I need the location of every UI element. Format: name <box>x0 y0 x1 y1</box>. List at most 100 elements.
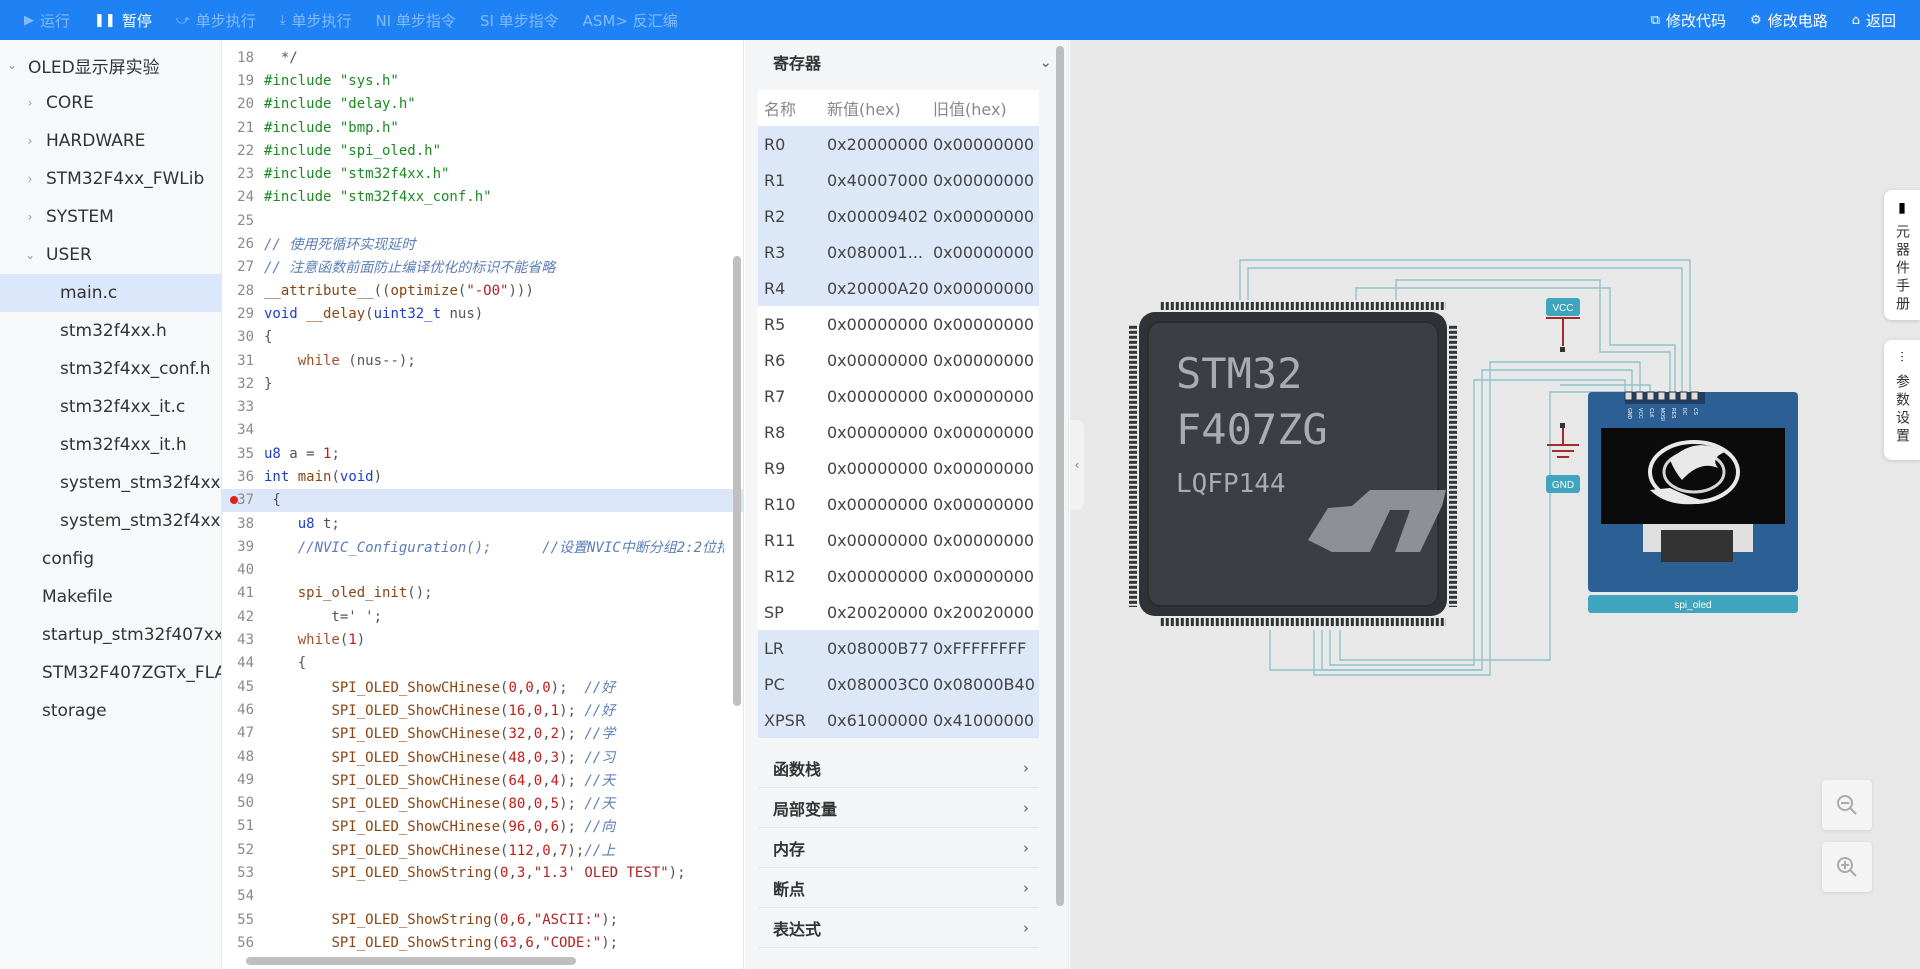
code-text: #include "stm32f4xx_conf.h" <box>264 189 492 206</box>
zoom-out-button[interactable] <box>1822 780 1872 830</box>
tree-file[interactable]: config <box>0 540 221 578</box>
panel-collapse-handle[interactable]: ‹ <box>1070 420 1084 510</box>
code-line[interactable]: 21#include "bmp.h" <box>222 116 743 139</box>
code-line[interactable]: 38 u8 t; <box>222 512 743 535</box>
code-line[interactable]: 18 */ <box>222 46 743 69</box>
tree-file[interactable]: storage <box>0 692 221 730</box>
code-line[interactable]: 40 <box>222 559 743 582</box>
register-name: R11 <box>764 530 796 550</box>
code-line[interactable]: 28__attribute__((optimize("-O0"))) <box>222 279 743 302</box>
chevron-right-icon: › <box>1023 758 1029 777</box>
code-line[interactable]: 52 SPI_OLED_ShowCHinese(112,0,7);//上 <box>222 838 743 861</box>
scroll-thumb[interactable] <box>1056 46 1064 906</box>
run-button[interactable]: ▶ 运行 <box>24 11 71 30</box>
scroll-thumb[interactable] <box>733 256 741 706</box>
code-line[interactable]: 32} <box>222 372 743 395</box>
disassemble-button[interactable]: ASM> 反汇编 <box>582 11 678 30</box>
code-line[interactable]: 42 t=' '; <box>222 605 743 628</box>
code-line[interactable]: 39 //NVIC_Configuration(); //设置NVIC中断分组2… <box>222 535 743 558</box>
oled-pin[interactable] <box>1657 391 1666 401</box>
tree-file[interactable]: main.c <box>0 274 221 312</box>
debug-section-header[interactable]: 内存› <box>758 828 1039 868</box>
debug-section-header[interactable]: 函数栈› <box>758 748 1039 788</box>
oled-pin[interactable] <box>1624 391 1633 401</box>
code-line[interactable]: 55 SPI_OLED_ShowString(0,6,"ASCII:"); <box>222 908 743 931</box>
tree-file[interactable]: stm32f4xx_conf.h <box>0 350 221 388</box>
back-button[interactable]: ⌂ 返回 <box>1851 11 1896 30</box>
scroll-thumb[interactable] <box>246 957 576 965</box>
tree-file[interactable]: startup_stm32f407xx.s <box>0 616 221 654</box>
tree-file[interactable]: Makefile <box>0 578 221 616</box>
step-over-button[interactable]: ⤻ 单步执行 <box>175 11 256 30</box>
line-number: 30 <box>237 329 254 346</box>
vcc-badge[interactable] <box>1546 298 1580 316</box>
gnd-badge[interactable] <box>1546 475 1580 493</box>
editor-horizontal-scrollbar[interactable] <box>242 955 743 965</box>
step-into-button[interactable]: ⤓ 单步执行 <box>279 11 352 30</box>
breakpoint-marker[interactable] <box>230 496 238 505</box>
debug-scrollbar[interactable] <box>1056 46 1064 916</box>
tree-folder[interactable]: ›STM32F4xx_FWLib <box>0 160 221 198</box>
si-step-button[interactable]: SI 单步指令 <box>479 11 559 30</box>
code-editor[interactable]: 18 */19#include "sys.h"20#include "delay… <box>222 40 744 969</box>
oled-pin[interactable] <box>1635 391 1644 401</box>
code-line[interactable]: 24#include "stm32f4xx_conf.h" <box>222 186 743 209</box>
code-line[interactable]: 44 { <box>222 652 743 675</box>
oled-pin[interactable] <box>1646 391 1655 401</box>
tree-file[interactable]: stm32f4xx_it.h <box>0 426 221 464</box>
parameter-settings-tab[interactable]: ⫶ 参数设置 <box>1884 340 1920 460</box>
code-line[interactable]: 53 SPI_OLED_ShowString(0,3,"1.3' OLED TE… <box>222 861 743 884</box>
tree-file[interactable]: system_stm32f4xx.c <box>0 464 221 502</box>
code-line[interactable]: 33 <box>222 395 743 418</box>
code-line[interactable]: 49 SPI_OLED_ShowCHinese(64,0,4); //天 <box>222 768 743 791</box>
tree-file[interactable]: stm32f4xx_it.c <box>0 388 221 426</box>
code-line[interactable]: 56 SPI_OLED_ShowString(63,6,"CODE:"); <box>222 931 743 954</box>
ni-step-button[interactable]: NI 单步指令 <box>375 11 456 30</box>
code-line[interactable]: 54 <box>222 885 743 908</box>
registers-header[interactable]: 寄存器 ⌄ <box>773 53 1052 73</box>
code-line[interactable]: 43 while(1) <box>222 628 743 651</box>
project-root[interactable]: ⌄ OLED显示屏实验 <box>6 57 160 78</box>
code-line[interactable]: 31 while (nus--); <box>222 349 743 372</box>
tree-folder[interactable]: ›HARDWARE <box>0 122 221 160</box>
code-line[interactable]: 50 SPI_OLED_ShowCHinese(80,0,5); //天 <box>222 792 743 815</box>
component-manual-tab[interactable]: ▮ 元器件手册 <box>1884 190 1920 320</box>
circuit-canvas[interactable]: ‹ STM <box>1070 40 1920 969</box>
tree-file[interactable]: STM32F407ZGTx_FLASH <box>0 654 221 692</box>
tree-folder[interactable]: ›SYSTEM <box>0 198 221 236</box>
code-line[interactable]: 27// 注意函数前面防止编译优化的标识不能省略 <box>222 256 743 279</box>
code-line[interactable]: 37 { <box>222 488 743 512</box>
code-line[interactable]: 47 SPI_OLED_ShowCHinese(32,0,2); //学 <box>222 722 743 745</box>
debug-section-header[interactable]: 局部变量› <box>758 788 1039 828</box>
tree-folder[interactable]: ›CORE <box>0 84 221 122</box>
code-line[interactable]: 45 SPI_OLED_ShowCHinese(0,0,0); //好 <box>222 675 743 698</box>
code-line[interactable]: 46 SPI_OLED_ShowCHinese(16,0,1); //好 <box>222 698 743 721</box>
code-line[interactable]: 26// 使用死循环实现延时 <box>222 232 743 255</box>
code-line[interactable]: 30{ <box>222 326 743 349</box>
debug-section-header[interactable]: 表达式› <box>758 908 1039 948</box>
code-line[interactable]: 41 spi_oled_init(); <box>222 582 743 605</box>
code-line[interactable]: 23#include "stm32f4xx.h" <box>222 162 743 185</box>
tree-file[interactable]: stm32f4xx.h <box>0 312 221 350</box>
oled-pin[interactable] <box>1690 391 1699 401</box>
code-line[interactable]: 20#include "delay.h" <box>222 93 743 116</box>
tree-folder[interactable]: ⌄USER <box>0 236 221 274</box>
tree-file[interactable]: system_stm32f4xx.h <box>0 502 221 540</box>
zoom-in-button[interactable] <box>1822 842 1872 892</box>
edit-circuit-button[interactable]: ⚙ 修改电路 <box>1750 11 1828 30</box>
code-line[interactable]: 25 <box>222 209 743 232</box>
oled-pin[interactable] <box>1668 391 1677 401</box>
code-line[interactable]: 22#include "spi_oled.h" <box>222 139 743 162</box>
editor-vertical-scrollbar[interactable] <box>731 46 741 956</box>
code-line[interactable]: 34 <box>222 419 743 442</box>
code-line[interactable]: 19#include "sys.h" <box>222 69 743 92</box>
debug-section-header[interactable]: 断点› <box>758 868 1039 908</box>
edit-code-button[interactable]: ⧉ 修改代码 <box>1650 11 1727 30</box>
oled-pin[interactable] <box>1679 391 1688 401</box>
pause-button[interactable]: ❚❚ 暂停 <box>94 11 152 30</box>
code-line[interactable]: 48 SPI_OLED_ShowCHinese(48,0,3); //习 <box>222 745 743 768</box>
code-line[interactable]: 51 SPI_OLED_ShowCHinese(96,0,6); //向 <box>222 815 743 838</box>
